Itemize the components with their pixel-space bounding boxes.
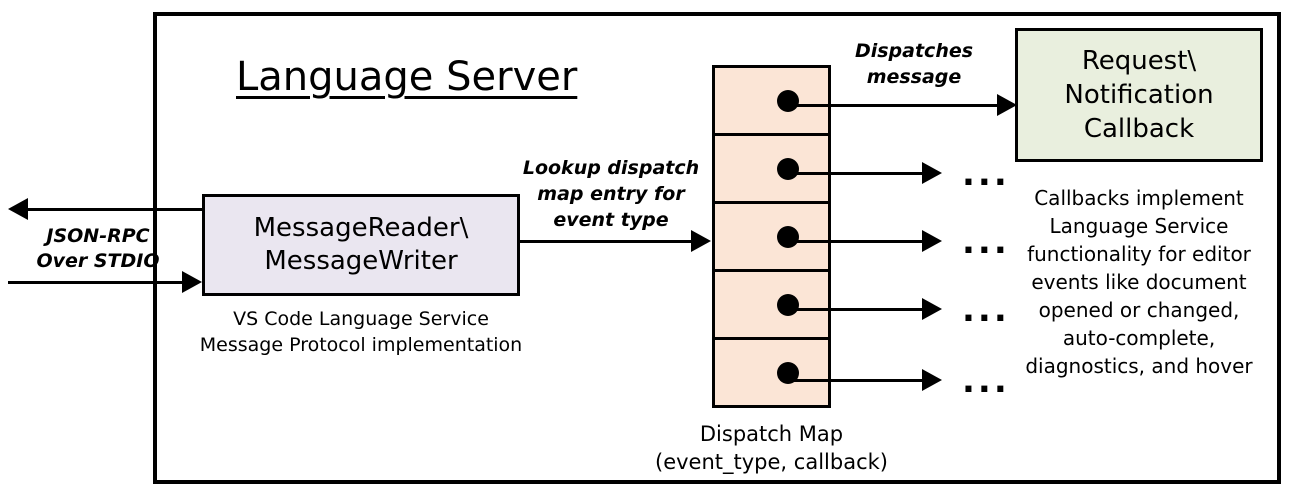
dispatch-edge-row-4-ellipsis: ...	[962, 290, 1010, 330]
callback-title-line-3: Callback	[1083, 114, 1195, 144]
message-reader-writer-node[interactable]: MessageReader\ MessageWriter	[202, 194, 520, 296]
dispatch-edge-label: Dispatches message	[838, 38, 990, 90]
dispatch-edge-label-line-2: message	[866, 66, 962, 88]
callback-caption: Callbacks implement Language Service fun…	[1011, 184, 1267, 380]
dispatch-edge-row-3-ellipsis: ...	[962, 222, 1010, 262]
callback-caption-line-5: opened or changed,	[1038, 298, 1240, 322]
lookup-label-line-1: Lookup dispatch	[522, 157, 700, 179]
dispatch-map-table[interactable]	[712, 65, 831, 408]
table-row[interactable]	[715, 272, 828, 340]
jsonrpc-in-arrowhead	[182, 271, 202, 293]
dispatch-edge-label-line-1: Dispatches	[854, 40, 974, 62]
request-notification-callback-node[interactable]: Request\ Notification Callback	[1015, 28, 1263, 162]
dispatch-edge-row-3-line	[785, 240, 925, 243]
message-reader-writer-caption-line-1: VS Code Language Service	[233, 308, 489, 330]
dispatch-entry-dot-icon	[777, 225, 799, 248]
message-reader-writer-title-line-1: MessageReader\	[253, 213, 469, 243]
dispatch-edge-row-4-line	[785, 308, 925, 311]
dispatch-entry-dot-icon	[777, 293, 799, 316]
table-row[interactable]	[715, 204, 828, 272]
dispatch-edge-row-3-arrowhead	[922, 230, 942, 252]
dispatch-entry-dot-icon	[777, 157, 799, 180]
dispatch-edge-row-1-line	[785, 104, 1001, 107]
dispatch-edge-row-2-line	[785, 172, 925, 175]
language-server-boundary	[153, 12, 1281, 484]
callback-caption-line-7: diagnostics, and hover	[1025, 354, 1253, 378]
dispatch-edge-row-2-ellipsis: ...	[962, 154, 1010, 194]
page-title: Language Server	[236, 54, 578, 100]
dispatch-entry-dot-icon	[777, 89, 799, 112]
lookup-edge-line	[520, 240, 693, 243]
dispatch-map-caption-line-2: (event_type, callback)	[655, 450, 888, 474]
lookup-edge-label: Lookup dispatch map entry for event type	[518, 155, 704, 233]
jsonrpc-label-line-1: JSON-RPC	[46, 225, 150, 247]
dispatch-edge-row-1-arrowhead	[997, 94, 1017, 116]
message-reader-writer-caption-line-2: Message Protocol implementation	[199, 334, 523, 356]
table-row[interactable]	[715, 136, 828, 204]
dispatch-edge-row-4-arrowhead	[922, 298, 942, 320]
callback-caption-line-3: functionality for editor	[1027, 242, 1251, 266]
dispatch-edge-row-5-ellipsis: ...	[962, 361, 1010, 401]
lookup-label-line-2: map entry for	[537, 183, 685, 205]
callback-title-line-2: Notification	[1064, 80, 1214, 110]
jsonrpc-out-line	[28, 208, 204, 211]
lookup-label-line-3: event type	[553, 209, 669, 231]
callback-caption-line-2: Language Service	[1049, 214, 1229, 238]
table-row[interactable]	[715, 68, 828, 136]
jsonrpc-in-line	[8, 281, 184, 284]
dispatch-map-caption-line-1: Dispatch Map	[699, 422, 844, 446]
lookup-edge-arrowhead	[691, 230, 711, 252]
table-row[interactable]	[715, 340, 828, 405]
dispatch-entry-dot-icon	[777, 361, 799, 384]
jsonrpc-edge-label: JSON-RPC Over STDIO	[24, 224, 172, 274]
callback-caption-line-4: events like document	[1031, 270, 1247, 294]
dispatch-map-caption: Dispatch Map (event_type, callback)	[651, 420, 892, 476]
jsonrpc-out-arrowhead	[8, 198, 28, 220]
dispatch-edge-row-5-arrowhead	[922, 369, 942, 391]
message-reader-writer-caption: VS Code Language Service Message Protoco…	[182, 306, 540, 358]
callback-caption-line-1: Callbacks implement	[1034, 186, 1244, 210]
dispatch-edge-row-2-arrowhead	[922, 162, 942, 184]
callback-caption-line-6: auto-complete,	[1062, 326, 1216, 350]
jsonrpc-label-line-2: Over STDIO	[36, 250, 160, 272]
dispatch-edge-row-5-line	[785, 379, 925, 382]
callback-title-line-1: Request\	[1081, 46, 1197, 76]
message-reader-writer-title-line-2: MessageWriter	[264, 246, 458, 276]
